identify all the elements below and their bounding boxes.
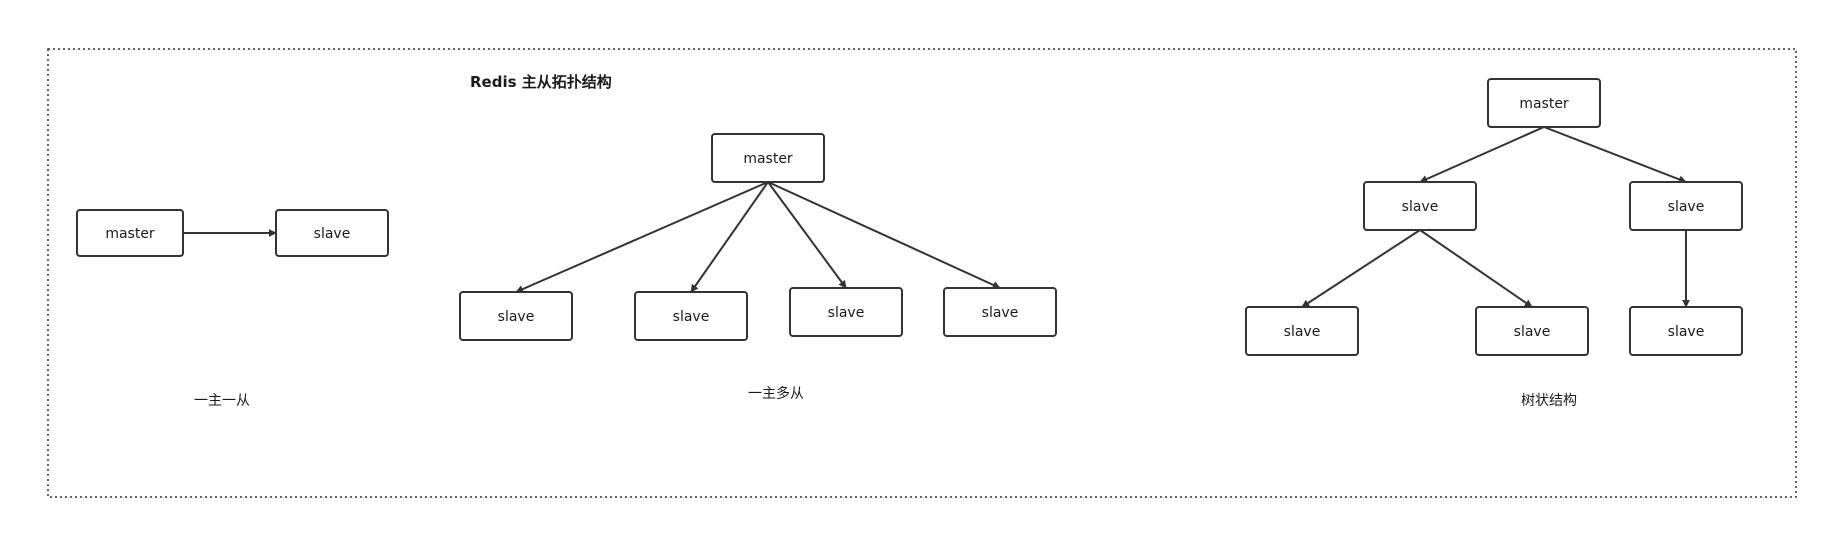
- node-box: [1475, 306, 1589, 356]
- node-box: [1363, 181, 1477, 231]
- edges-layer: [183, 126, 1690, 308]
- node-box: [711, 133, 825, 183]
- node-slave-c3: slave: [1629, 181, 1743, 231]
- node-slave-a2: slave: [275, 209, 389, 257]
- edge-b1-to-b2: [515, 181, 769, 293]
- edge-c1-to-c3: [1543, 126, 1687, 184]
- diagram-frame: [47, 48, 1797, 498]
- node-box: [76, 209, 184, 257]
- caption-tree-structure: 树状结构: [1521, 393, 1577, 409]
- node-label: slave: [1668, 199, 1705, 215]
- edge-c2-to-c5: [1419, 229, 1533, 308]
- node-box: [275, 209, 389, 257]
- caption-one-master-one-slave: 一主一从: [194, 393, 250, 409]
- node-slave-b3: slave: [634, 291, 748, 341]
- node-label: slave: [498, 309, 535, 325]
- edge-c2-to-c4: [1301, 229, 1421, 308]
- node-box: [943, 287, 1057, 337]
- node-slave-c5: slave: [1475, 306, 1589, 356]
- edge-b1-to-b5: [767, 181, 1001, 289]
- node-label: master: [743, 151, 793, 167]
- node-label: slave: [828, 305, 865, 321]
- node-label: master: [105, 226, 155, 242]
- node-slave-c2: slave: [1363, 181, 1477, 231]
- node-label: slave: [1402, 199, 1439, 215]
- edge-b1-to-b3: [690, 181, 769, 293]
- node-master-b1: master: [711, 133, 825, 183]
- node-label: slave: [314, 226, 351, 242]
- node-label: slave: [1668, 324, 1705, 340]
- node-slave-c6: slave: [1629, 306, 1743, 356]
- caption-one-master-many-slaves: 一主多从: [748, 385, 804, 402]
- node-label: master: [1519, 96, 1569, 112]
- node-box: [1245, 306, 1359, 356]
- node-box: [459, 291, 573, 341]
- node-master-c1: master: [1487, 78, 1601, 128]
- node-label: slave: [673, 309, 710, 325]
- node-slave-c4: slave: [1245, 306, 1359, 356]
- node-box: [634, 291, 748, 341]
- nodes-layer: master slave master slave slave slave slave mas…: [76, 78, 1743, 356]
- node-slave-b2: slave: [459, 291, 573, 341]
- node-box: [1629, 181, 1743, 231]
- node-label: slave: [1514, 324, 1551, 340]
- node-master-a1: master: [76, 209, 184, 257]
- node-box: [789, 287, 903, 337]
- node-label: slave: [1284, 324, 1321, 340]
- diagram-title: Redis 主从拓扑结构: [470, 73, 612, 91]
- node-slave-b4: slave: [789, 287, 903, 337]
- node-box: [1629, 306, 1743, 356]
- node-slave-b5: slave: [943, 287, 1057, 337]
- edge-b1-to-b4: [767, 181, 847, 289]
- node-label: slave: [982, 305, 1019, 321]
- edge-c1-to-c2: [1419, 126, 1545, 183]
- node-box: [1487, 78, 1601, 128]
